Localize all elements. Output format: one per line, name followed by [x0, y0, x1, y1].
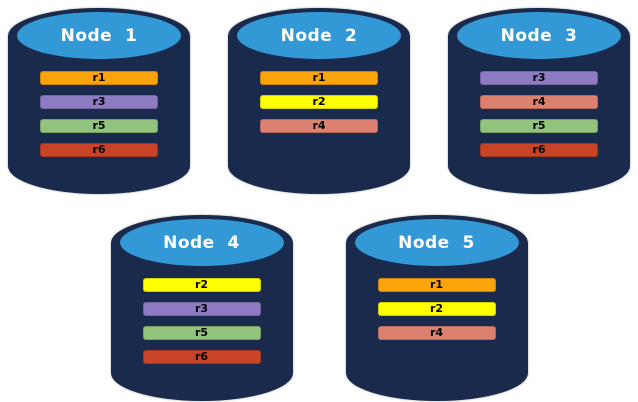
partition-bar-r4: r4	[377, 326, 496, 340]
partition-label: r4	[312, 119, 326, 132]
partition-label: r6	[532, 143, 546, 156]
partition-label: r2	[194, 278, 209, 291]
partition-bar-r5: r5	[40, 119, 158, 133]
database-cylinder-node-4: Node 4 r2 r3 r5 r6	[110, 215, 293, 401]
partition-label: r2	[429, 302, 444, 315]
partition-bar-r2: r2	[377, 302, 496, 316]
cylinder-top-face: Node 2	[237, 12, 401, 59]
partition-bar-r2: r2	[142, 278, 261, 292]
partition-bar-r1: r1	[40, 71, 158, 85]
cylinder-top-face: Node 5	[354, 219, 519, 266]
partition-label: r3	[92, 95, 106, 108]
partition-bar-r6: r6	[40, 143, 158, 157]
partition-list: r2 r3 r5 r6	[142, 278, 261, 364]
cylinder-top-face: Node 1	[17, 12, 181, 59]
partition-bar-r6: r6	[142, 350, 261, 364]
partition-list: r1 r2 r4	[377, 278, 496, 340]
database-cylinder-node-5: Node 5 r1 r2 r4	[345, 215, 528, 401]
partition-label: r2	[312, 95, 326, 108]
partition-bar-r6: r6	[480, 143, 598, 157]
partition-bar-r5: r5	[142, 326, 261, 340]
cylinder-top-face: Node 4	[119, 219, 284, 266]
partition-label: r5	[532, 119, 546, 132]
partition-label: r1	[92, 71, 106, 84]
node-title: Node 1	[60, 26, 138, 46]
partition-list: r1 r2 r4	[260, 71, 378, 133]
partition-label: r4	[429, 326, 444, 339]
partition-label: r1	[312, 71, 326, 84]
partition-label: r3	[194, 302, 209, 315]
node-title: Node 3	[500, 26, 578, 46]
partition-bar-r4: r4	[260, 119, 378, 133]
partition-label: r5	[92, 119, 106, 132]
database-cylinder-node-1: Node 1 r1 r3 r5 r6	[8, 8, 190, 194]
partition-label: r3	[532, 71, 546, 84]
partition-list: r1 r3 r5 r6	[40, 71, 158, 157]
partition-bar-r3: r3	[480, 71, 598, 85]
partition-label: r6	[92, 143, 106, 156]
node-title: Node 5	[398, 233, 475, 253]
database-icon: Node 2	[228, 8, 410, 194]
node-row-2: Node 4 r2 r3 r5 r6 Node 5 r1 r2 r4	[0, 215, 638, 401]
partition-bar-r1: r1	[377, 278, 496, 292]
node-title: Node 4	[163, 233, 240, 253]
partition-label: r5	[194, 326, 209, 339]
partition-label: r4	[532, 95, 546, 108]
partition-bar-r3: r3	[40, 95, 158, 109]
database-cylinder-node-3: Node 3 r3 r4 r5 r6	[448, 8, 630, 194]
partition-bar-r5: r5	[480, 119, 598, 133]
partition-bar-r1: r1	[260, 71, 378, 85]
node-title: Node 2	[280, 26, 358, 46]
partition-bar-r4: r4	[480, 95, 598, 109]
partition-label: r6	[194, 350, 209, 363]
partition-bar-r2: r2	[260, 95, 378, 109]
partition-bar-r3: r3	[142, 302, 261, 316]
partition-list: r3 r4 r5 r6	[480, 71, 598, 157]
partition-label: r1	[429, 278, 444, 291]
cylinder-top-face: Node 3	[457, 12, 621, 59]
database-cylinder-node-2: Node 2 r1 r2 r4	[228, 8, 410, 194]
